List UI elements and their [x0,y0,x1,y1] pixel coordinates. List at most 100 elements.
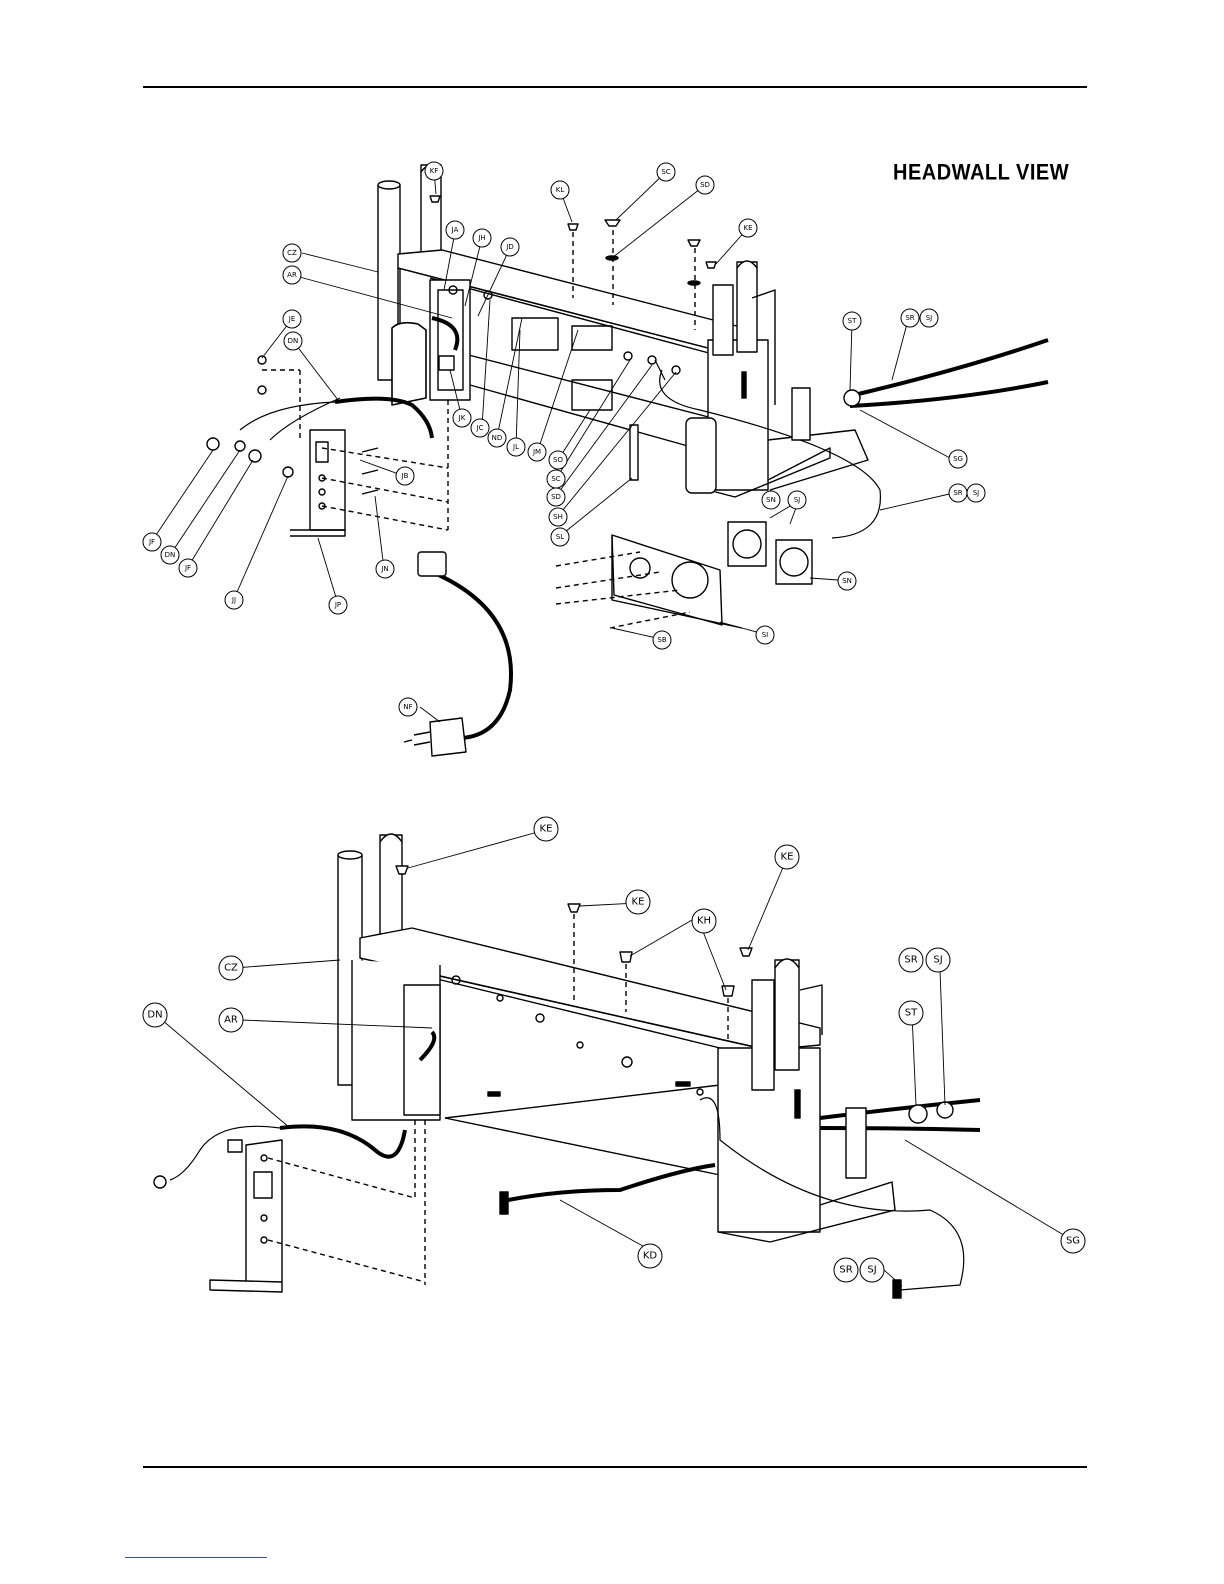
svg-text:CZ: CZ [287,249,297,257]
callout-ar: AR [283,266,301,284]
svg-text:SO: SO [553,456,563,464]
svg-text:JA: JA [451,226,459,234]
svg-text:KE: KE [632,897,645,908]
callout-jj: JJ [225,591,243,609]
bottom-assembly [338,834,895,1242]
svg-text:KE: KE [743,224,752,232]
svg-text:KL: KL [556,186,565,194]
callout-jf: JF [143,533,161,551]
callout-sr-2: SR [949,484,967,502]
svg-text:JB: JB [401,472,409,480]
svg-text:JD: JD [505,243,513,251]
svg-text:SB: SB [657,636,666,644]
callout-si: SI [756,626,774,644]
callout-jf-2: JF [179,559,197,577]
callout-nf: NF [399,698,417,716]
callout-ke-b3: KE [626,890,650,914]
svg-text:SJ: SJ [794,496,801,504]
callout-dn-b: DN [143,1003,167,1027]
callout-dn-2: DN [161,546,179,564]
callout-sr-b2: SR [834,1258,858,1282]
callout-jp: JP [329,596,347,614]
svg-text:SC: SC [661,168,670,176]
callout-kh-b: KH [692,909,716,933]
callout-cz-b: CZ [219,956,243,980]
svg-text:JF: JF [184,564,191,572]
callout-jb: JB [396,467,414,485]
svg-text:JC: JC [476,424,484,432]
svg-text:JJ: JJ [231,596,236,604]
bottom-left-plate [154,1102,953,1298]
callout-sj-3: SJ [788,491,806,509]
svg-text:CZ: CZ [224,963,238,974]
callout-dn: DN [284,332,302,350]
svg-text:SG: SG [1066,1236,1080,1247]
svg-text:SG: SG [953,455,963,463]
callout-sj: SJ [920,309,938,327]
callout-sj-b1: SJ [926,948,950,972]
callout-ar-b: AR [219,1008,243,1032]
svg-text:NF: NF [403,703,412,711]
callout-kl: KL [551,181,569,199]
callout-cz: CZ [283,244,301,262]
callout-ke-b1: KE [534,817,558,841]
callout-jk: JK [453,409,471,427]
svg-text:SJ: SJ [973,489,980,497]
callout-jl: JL [507,438,525,456]
callout-sr: SR [901,309,919,327]
callout-st: ST [843,312,861,330]
callout-jd: JD [501,238,519,256]
callout-jc: JC [471,419,489,437]
svg-text:KF: KF [430,167,439,175]
svg-text:SC: SC [551,475,560,483]
callout-sg-b: SG [1061,1229,1085,1253]
callout-nd: ND [488,429,506,447]
svg-text:KD: KD [643,1251,658,1262]
svg-text:SJ: SJ [933,955,942,966]
svg-text:SL: SL [556,533,564,541]
svg-text:KE: KE [781,852,794,863]
svg-text:SR: SR [904,955,917,966]
callout-sc-2: SC [547,470,565,488]
svg-text:JF: JF [148,538,155,546]
callout-ke-b2: KE [775,845,799,869]
svg-text:DN: DN [288,337,299,345]
svg-text:DN: DN [147,1010,162,1021]
svg-text:KH: KH [697,916,711,927]
svg-text:SR: SR [953,489,962,497]
svg-text:AR: AR [287,271,297,279]
svg-text:ST: ST [905,1008,918,1019]
svg-text:JL: JL [512,443,519,451]
callout-sn: SN [762,491,780,509]
callout-sd-2: SD [547,488,565,506]
callout-sj-b2: SJ [860,1258,884,1282]
callout-sj-2: SJ [967,484,985,502]
callout-ja: JA [446,221,464,239]
svg-text:SR: SR [905,314,914,322]
callout-sb: SB [653,631,671,649]
svg-text:JK: JK [458,414,466,422]
svg-text:SN: SN [766,496,776,504]
bottom-callouts: KE CZ KE KE KH SR SJ ST DN AR SG KD SR S… [143,817,1085,1282]
svg-text:JN: JN [380,565,388,573]
svg-text:DN: DN [165,551,176,559]
callout-sr-b1: SR [899,948,923,972]
callout-kf: KF [425,162,443,180]
svg-text:JP: JP [334,601,341,609]
callout-sl: SL [551,528,569,546]
svg-text:SH: SH [553,513,563,521]
svg-text:SJ: SJ [926,314,933,322]
callout-je: JE [283,310,301,328]
callout-st-b: ST [899,1001,923,1025]
svg-text:SR: SR [839,1265,852,1276]
callout-so: SO [549,451,567,469]
callout-sn-2: SN [838,572,856,590]
callout-sd: SD [696,176,714,194]
callout-sh: SH [549,508,567,526]
callout-jh: JH [473,229,491,247]
svg-text:JH: JH [477,234,485,242]
svg-text:SD: SD [700,181,710,189]
svg-text:AR: AR [224,1015,238,1026]
svg-text:JM: JM [532,448,541,456]
